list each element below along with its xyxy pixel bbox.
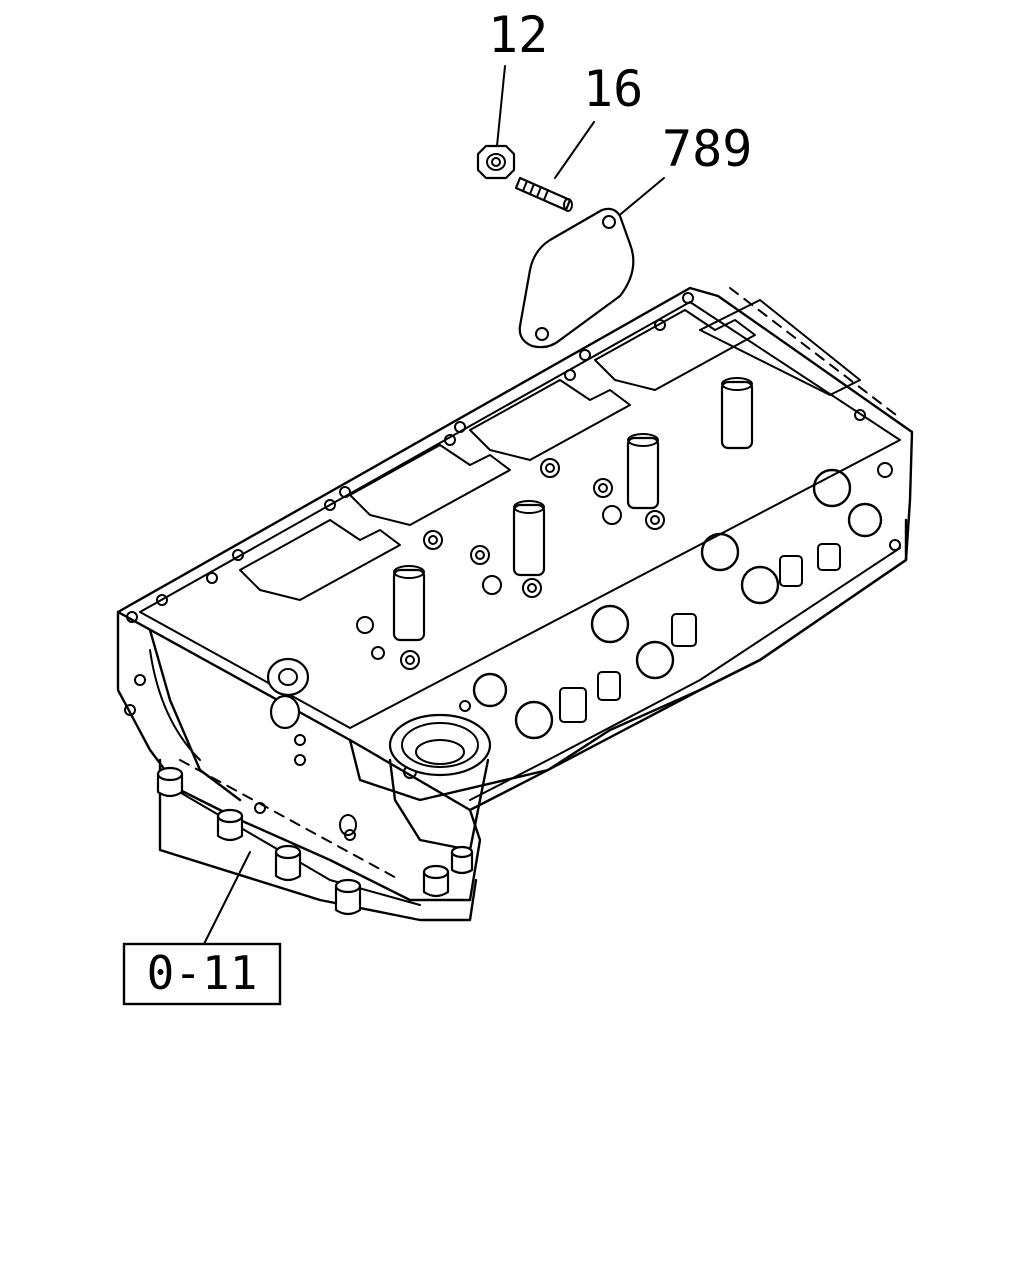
- leader-line-nut: [496, 65, 506, 147]
- reference-box[interactable]: [122, 942, 282, 1006]
- front-bosses: [148, 628, 357, 836]
- cam-pockets: [239, 299, 861, 601]
- reference-box-label: 0-11: [147, 946, 258, 1000]
- water-outlet-housing: [388, 713, 492, 852]
- callout-stud-label: 16: [583, 60, 643, 118]
- callout-gasket-label: 789: [662, 120, 752, 178]
- nut-part: [476, 144, 516, 180]
- leader-line-reference: [203, 851, 251, 945]
- leader-line-gasket: [615, 177, 665, 219]
- gasket-part: [518, 207, 635, 349]
- cylinder-head: [116, 286, 914, 922]
- rocker-towers: [392, 377, 754, 642]
- callout-nut-label: 12: [488, 6, 548, 64]
- deck-bolt-holes: [356, 458, 665, 670]
- side-ports: [472, 468, 883, 740]
- stud-part: [514, 176, 573, 212]
- perimeter-holes: [124, 292, 901, 841]
- bottom-bolt-bosses: [156, 766, 474, 916]
- leader-line-stud: [554, 121, 595, 179]
